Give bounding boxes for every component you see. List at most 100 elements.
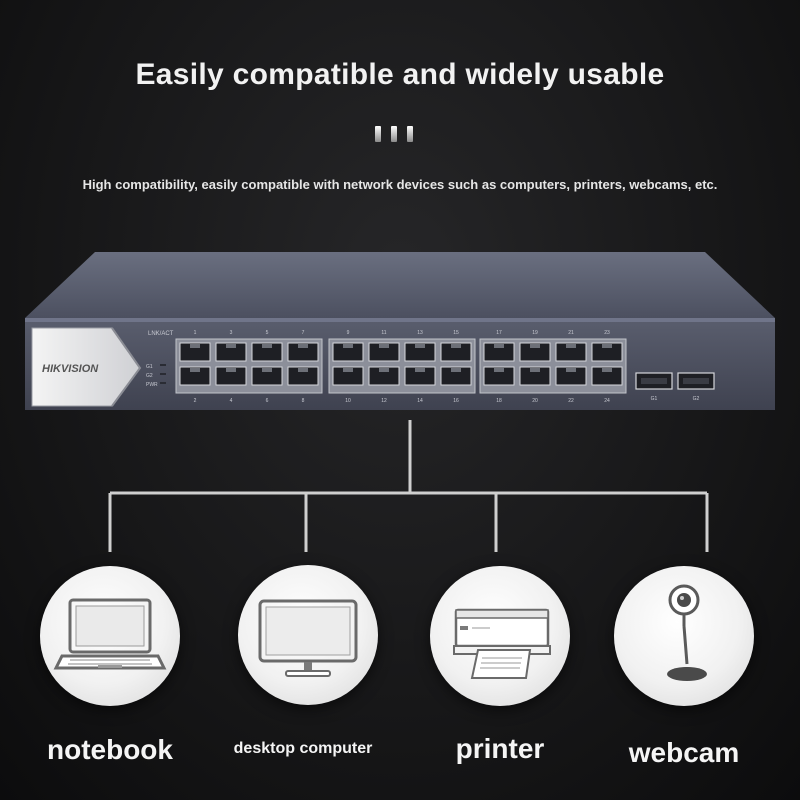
port-latch — [602, 368, 612, 372]
port-latch — [415, 344, 425, 348]
port-number-bottom: 22 — [568, 398, 574, 404]
rj45-port — [368, 342, 400, 362]
port-number-top: 13 — [417, 330, 423, 336]
port-number-top: 11 — [381, 330, 386, 336]
device-label-desktop-computer: desktop computer — [233, 740, 373, 757]
sfp-label: G1 — [651, 396, 658, 402]
port-latch — [530, 368, 540, 372]
rj45-port — [251, 342, 283, 362]
port-number-bottom: 12 — [381, 398, 387, 404]
brand-logo-text: HIKVISION — [42, 363, 99, 375]
port-latch — [262, 368, 272, 372]
dot-3 — [407, 126, 413, 142]
indicator-led — [160, 382, 166, 384]
port-number-bottom: 6 — [266, 398, 269, 404]
dot-1 — [375, 126, 381, 142]
port-latch — [379, 368, 389, 372]
sfp-port-block: G1 G2 — [635, 372, 715, 402]
rj45-port — [555, 366, 587, 386]
port-latch — [343, 344, 353, 348]
sfp-slot — [683, 378, 709, 384]
port-latch — [190, 344, 200, 348]
port-number-top: 21 — [568, 330, 574, 336]
sfp-label: G2 — [693, 396, 700, 402]
sfp-slot — [641, 378, 667, 384]
port-latch — [298, 344, 308, 348]
rj45-port — [404, 342, 436, 362]
port-number-top: 9 — [347, 330, 350, 336]
port-latch — [190, 368, 200, 372]
port-latch — [226, 368, 236, 372]
port-number-bottom: 10 — [345, 398, 351, 404]
rj45-port — [179, 342, 211, 362]
device-circle-desktop-computer — [238, 565, 378, 705]
rj45-port — [440, 342, 472, 362]
rj45-port — [179, 366, 211, 386]
device-label-notebook: notebook — [47, 734, 173, 765]
rj45-port — [287, 366, 319, 386]
webcam-icon — [667, 584, 707, 681]
indicator-led — [160, 373, 166, 375]
lnk-act-label: LNK/ACT — [148, 331, 174, 337]
switch-top — [25, 252, 775, 318]
laptop-icon — [53, 598, 167, 670]
headline: Easily compatible and widely usable — [135, 58, 665, 91]
rj45-port — [519, 342, 551, 362]
port-number-bottom: 16 — [453, 398, 459, 404]
port-latch — [298, 368, 308, 372]
port-latch — [494, 368, 504, 372]
port-latch — [566, 368, 576, 372]
port-latch — [343, 368, 353, 372]
monitor-icon — [258, 599, 358, 677]
port-latch — [415, 368, 425, 372]
subheadline: High compatibility, easily compatible wi… — [82, 177, 718, 192]
port-number-bottom: 4 — [230, 398, 233, 404]
port-number-top: 23 — [604, 330, 610, 336]
port-latch — [451, 344, 461, 348]
rj45-port — [215, 342, 247, 362]
rj45-port — [519, 366, 551, 386]
device-circle-printer — [430, 566, 570, 706]
port-number-top: 5 — [266, 330, 269, 336]
device-circle-notebook — [40, 566, 180, 706]
port-latch — [602, 344, 612, 348]
port-latch — [379, 344, 389, 348]
rj45-port — [332, 366, 364, 386]
rj45-port — [483, 366, 515, 386]
device-circle-webcam — [614, 566, 754, 706]
printer-icon — [453, 608, 551, 679]
port-latch — [451, 368, 461, 372]
device-label-printer: printer — [455, 733, 545, 764]
port-number-top: 17 — [496, 330, 502, 336]
indicator-led — [160, 364, 166, 366]
port-number-top: 19 — [532, 330, 538, 336]
port-number-bottom: 8 — [302, 398, 305, 404]
port-number-top: 7 — [302, 330, 305, 336]
port-latch — [530, 344, 540, 348]
rj45-port — [555, 342, 587, 362]
rj45-port — [404, 366, 436, 386]
port-latch — [262, 344, 272, 348]
port-latch — [494, 344, 504, 348]
port-latch — [566, 344, 576, 348]
port-number-top: 15 — [453, 330, 459, 336]
rj45-port — [591, 366, 623, 386]
rj45-port — [483, 342, 515, 362]
rj45-port — [440, 366, 472, 386]
dot-2 — [391, 126, 397, 142]
port-number-bottom: 24 — [604, 398, 610, 404]
rj45-port — [287, 342, 319, 362]
port-number-top: 3 — [230, 330, 233, 336]
rj45-port — [332, 342, 364, 362]
rj45-port — [591, 342, 623, 362]
port-number-bottom: 14 — [417, 398, 423, 404]
port-number-bottom: 2 — [194, 398, 197, 404]
decorative-dots — [375, 126, 413, 142]
port-number-top: 1 — [194, 330, 197, 336]
rj45-port — [368, 366, 400, 386]
indicator-label: PWR — [146, 382, 158, 388]
